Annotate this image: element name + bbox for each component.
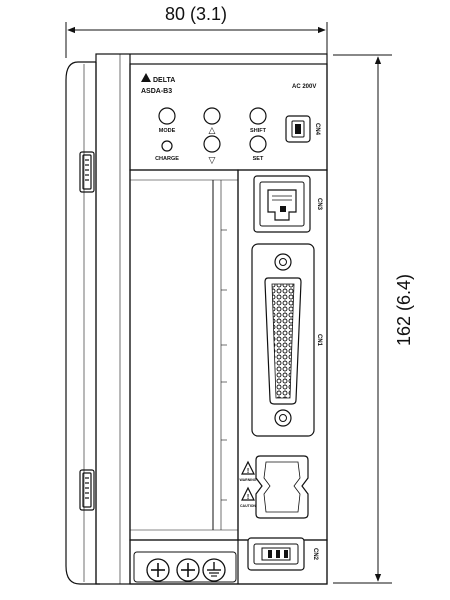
- cn2-label: CN2: [312, 548, 318, 561]
- upper-latch: [79, 151, 95, 193]
- cn3-label: CN3: [316, 198, 322, 211]
- left-cover: [129, 169, 239, 541]
- ground-screw-2: [176, 558, 200, 582]
- model-label: ASDA-B3: [141, 88, 172, 95]
- caution-triangle-icon: [241, 486, 255, 501]
- width-dimension: 80 (3.1): [65, 4, 328, 58]
- cn2-encoder-connector[interactable]: [247, 537, 305, 571]
- cn3-rj45-port[interactable]: [253, 175, 311, 233]
- down-key[interactable]: [203, 135, 221, 153]
- control-panel: DELTA ASDA-B3 AC 200V MODE △ SHIFT CHARG…: [129, 63, 328, 171]
- ground-symbol-icon: [202, 558, 226, 582]
- shift-key[interactable]: [249, 107, 267, 125]
- brand-label: DELTA: [153, 77, 175, 84]
- caution-label: CAUTION: [240, 504, 256, 508]
- charge-led: [161, 140, 173, 152]
- cn1-label: CN1: [316, 334, 322, 347]
- up-key[interactable]: [203, 107, 221, 125]
- height-dimension: 162 (6.4): [333, 54, 414, 584]
- warning-stickers: ! WARNING ! CAUTION: [240, 460, 257, 508]
- charge-label: CHARGE: [155, 156, 179, 162]
- cn4-usb-port[interactable]: [285, 115, 311, 143]
- width-label: 80 (3.1): [165, 4, 227, 24]
- cn4-label: CN4: [314, 123, 320, 136]
- voltage-label: AC 200V: [292, 84, 316, 90]
- cn1-dsub-connector[interactable]: [251, 243, 315, 437]
- warning-label: WARNING: [240, 478, 257, 482]
- side-housing: [65, 61, 100, 585]
- svg-text:!: !: [247, 494, 249, 501]
- down-arrow-icon: ▽: [209, 156, 216, 166]
- lower-latch: [79, 469, 95, 511]
- shift-key-label: SHIFT: [250, 128, 267, 134]
- warning-triangle-icon: [241, 460, 255, 475]
- blank-socket-cover: [255, 455, 309, 519]
- delta-logo-icon: [141, 73, 151, 82]
- mode-key-label: MODE: [159, 128, 176, 134]
- bottom-section: [129, 539, 328, 585]
- ground-screw-1: [146, 558, 170, 582]
- svg-text:!: !: [247, 468, 249, 475]
- mode-key[interactable]: [158, 107, 176, 125]
- height-label: 162 (6.4): [394, 274, 414, 346]
- set-key[interactable]: [249, 135, 267, 153]
- set-key-label: SET: [253, 156, 264, 162]
- up-arrow-icon: △: [209, 126, 216, 136]
